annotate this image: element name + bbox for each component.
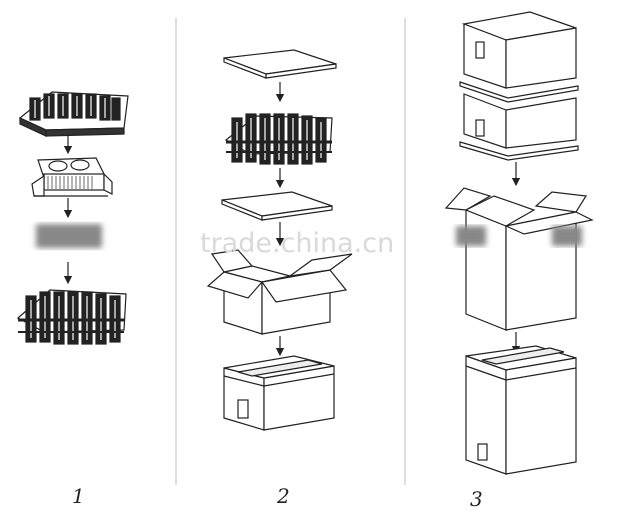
stacked-box-lower-icon <box>459 93 579 161</box>
panel-3-steps <box>444 11 594 475</box>
stacked-box-upper-icon <box>459 11 579 103</box>
watermark-text: trade.china.cn <box>200 228 395 259</box>
tray-top-icon <box>18 91 129 137</box>
blurred-part-icon <box>36 224 102 248</box>
closed-big-box-icon <box>465 345 577 475</box>
closed-box-icon <box>223 355 335 431</box>
open-big-box-icon <box>444 187 594 331</box>
panel-number-1: 1 <box>72 484 85 508</box>
blurred-right-icon <box>456 226 582 246</box>
panel-1-steps <box>16 91 129 345</box>
module-icon <box>31 157 113 197</box>
sheet-top-icon <box>223 49 337 79</box>
panel-number-3: 3 <box>470 487 483 511</box>
panel-number-2: 2 <box>277 484 290 508</box>
panel-2-steps <box>206 49 353 431</box>
tray-middle-icon <box>224 113 333 165</box>
open-box-icon <box>206 249 353 335</box>
tray-bottom-icon <box>16 289 127 345</box>
sheet-bottom-icon <box>221 191 333 221</box>
